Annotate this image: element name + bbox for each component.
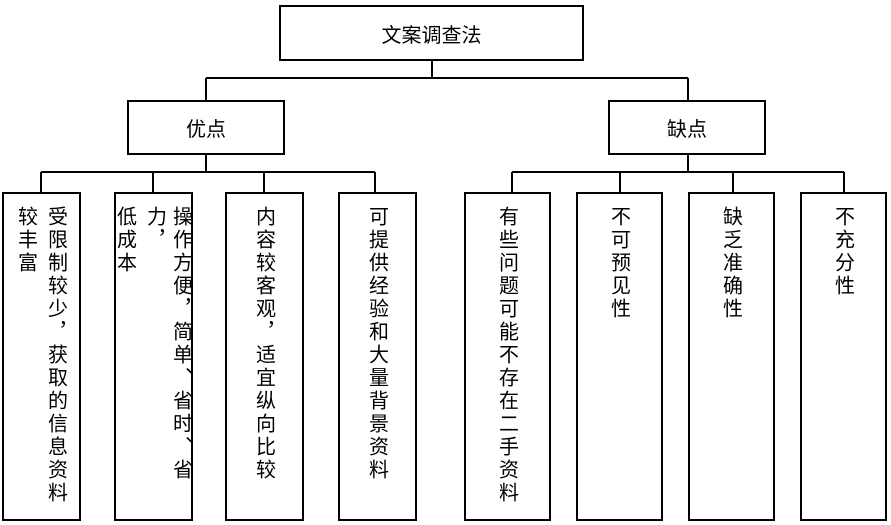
disadvantage-item-4: 不充分性 (800, 192, 887, 521)
advantage-item-1-col-1: 受限制较少，获取的信息资料 (44, 206, 69, 505)
disadvantage-item-3: 缺乏准确性 (688, 192, 775, 521)
root-title: 文案调查法 (381, 22, 482, 47)
advantage-item-2-col-2: 低成本 (113, 206, 138, 275)
advantage-item-2: 操作方便，简单、省时、省力， 低成本 (113, 192, 194, 521)
advantage-item-2-col-1: 操作方便，简单、省时、省力， (143, 206, 194, 482)
advantage-item-4-col-1: 可提供经验和大量背景资料 (365, 206, 390, 482)
advantages-title: 优点 (186, 117, 226, 141)
disadvantage-item-2-col-1: 不可预见性 (607, 206, 632, 321)
disadvantages-node: 缺点 (608, 100, 766, 155)
disadvantage-item-4-col-1: 不充分性 (831, 206, 856, 298)
advantage-item-1-col-2: 较丰富 (14, 206, 39, 275)
disadvantages-title: 缺点 (667, 117, 707, 141)
advantage-item-3: 内容较客观，适宜纵向比较 (225, 192, 304, 521)
advantages-node: 优点 (127, 100, 285, 155)
advantage-item-1: 受限制较少，获取的信息资料 较丰富 (2, 192, 81, 521)
advantage-item-3-col-1: 内容较客观，适宜纵向比较 (252, 206, 277, 482)
root-node: 文案调查法 (279, 5, 584, 61)
disadvantage-item-2: 不可预见性 (576, 192, 663, 521)
disadvantage-item-3-col-1: 缺乏准确性 (719, 206, 744, 321)
disadvantage-item-1: 有些问题可能不存在二手资料 (464, 192, 551, 521)
disadvantage-item-1-col-1: 有些问题可能不存在二手资料 (495, 206, 520, 505)
advantage-item-4: 可提供经验和大量背景资料 (338, 192, 417, 521)
